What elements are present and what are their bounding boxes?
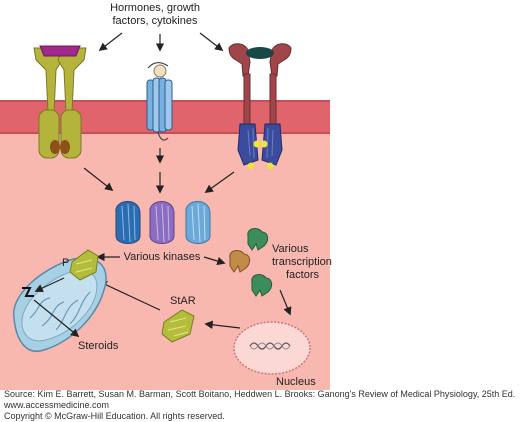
star-protein-at-mitochondrion <box>69 249 99 281</box>
kinase-blue <box>115 201 141 244</box>
g-protein-coupled-receptor <box>146 61 173 141</box>
nucleus-label: Nucleus <box>276 376 316 388</box>
arrow-star-to-mitochondrion <box>98 281 161 311</box>
cytokine-receptor <box>228 43 292 170</box>
ligand-binding-cap <box>39 45 81 57</box>
phosphate-1 <box>253 140 261 148</box>
arrow-receptor3-to-kinases <box>204 171 235 193</box>
transcription-factor-green-1 <box>247 228 269 251</box>
kinase-purple <box>149 201 175 244</box>
signal-label-line2: factors, cytokines <box>113 15 198 27</box>
arrow-receptor1-to-kinases <box>83 167 114 192</box>
ligand-dimer <box>246 47 274 59</box>
steroids-label: Steroids <box>78 340 119 352</box>
dna-strand <box>249 342 291 350</box>
nucleus <box>233 321 311 375</box>
arrow-kinases-to-transcription-factors <box>203 256 226 266</box>
signal-label-line1: Hormones, growth <box>110 2 200 14</box>
cholesterol-icon <box>22 287 34 297</box>
ligand <box>153 64 167 78</box>
arrow-to-cholesterol <box>34 277 65 292</box>
arrow-nucleus-to-star <box>204 320 241 329</box>
phosphate-4 <box>266 162 274 170</box>
kinase-light-blue <box>185 201 211 244</box>
arrow-to-receptor-left <box>98 32 123 52</box>
receptor-tyrosine-kinase <box>33 45 87 159</box>
star-label: StAR <box>170 295 196 307</box>
tf-label-line3: factors <box>286 269 320 281</box>
source-website: www.accessmedicine.com <box>4 400 110 410</box>
source-citation: Source: Kim E. Barrett, Susan M. Barman,… <box>4 389 516 399</box>
kinase-domain-left <box>50 140 60 154</box>
signaling-diagram: Hormones, growth factors, cytokines <box>0 2 332 390</box>
kinases-label: Various kinases <box>124 251 201 263</box>
transcription-factor-green-2 <box>251 274 273 297</box>
phosphate-label: P <box>62 257 69 269</box>
arrow-to-receptor-right <box>199 32 224 52</box>
mitochondrion <box>13 257 107 352</box>
tf-label-line2: transcription <box>272 256 332 268</box>
tf-label-line1: Various <box>272 243 309 255</box>
phosphate-2 <box>260 140 268 148</box>
star-protein <box>161 309 195 343</box>
kinase-domain-right <box>60 140 70 154</box>
phosphate-3 <box>247 162 255 170</box>
arrow-to-nucleus <box>279 289 292 316</box>
arrow-cholesterol-to-steroids <box>33 299 80 338</box>
transcription-factor-orange <box>229 250 251 273</box>
copyright-notice: Copyright © McGraw-Hill Education. All r… <box>4 411 225 421</box>
